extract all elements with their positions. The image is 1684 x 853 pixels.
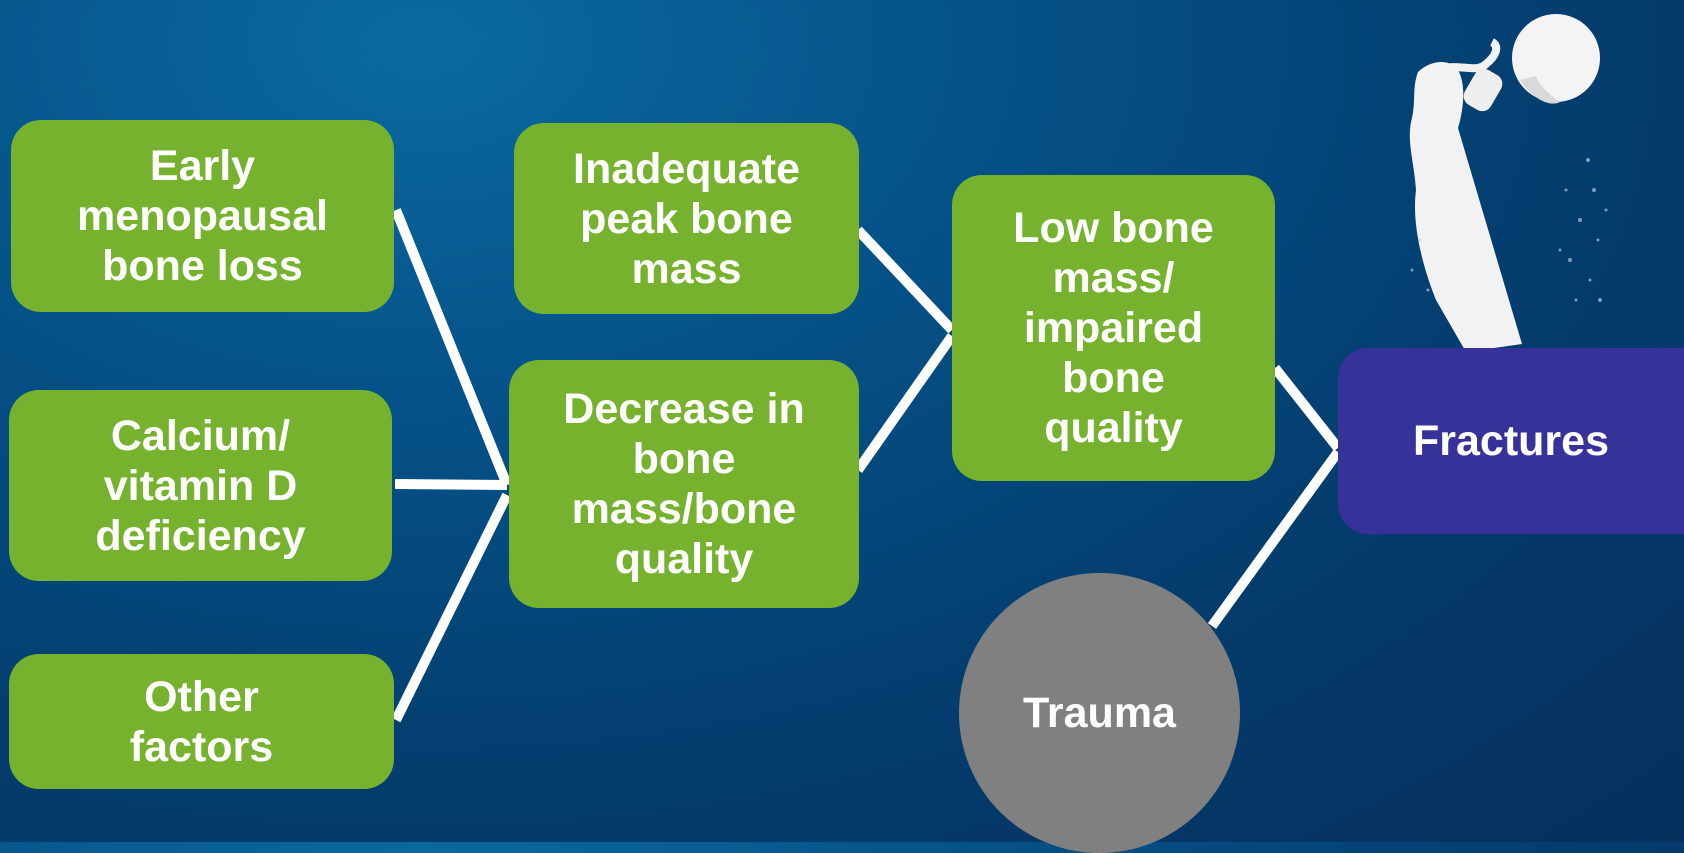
node-trauma-label: Trauma: [1023, 689, 1176, 737]
node-trauma: Trauma: [959, 573, 1240, 853]
node-early-menopausal-label: Early menopausal bone loss: [77, 142, 328, 290]
node-other-factors-label: Other factors: [129, 672, 274, 771]
connector-calcium-to-decrease: [394, 479, 508, 490]
node-inadequate-peak: Inadequate peak bone mass: [514, 123, 859, 314]
connector-low-to-fractures: [1271, 364, 1342, 452]
connector-other-to-decrease: [391, 492, 512, 723]
connector-early-to-decrease: [391, 208, 512, 487]
node-calcium-vitamin-d-label: Calcium/ vitamin D deficiency: [95, 411, 306, 560]
node-calcium-vitamin-d: Calcium/ vitamin D deficiency: [9, 390, 392, 581]
node-decrease-bone-mass: Decrease in bone mass/bone quality: [509, 360, 859, 608]
node-low-bone-mass: Low bone mass/ impaired bone quality: [952, 175, 1275, 481]
node-early-menopausal: Early menopausal bone loss: [11, 120, 394, 312]
node-fractures-label: Fractures: [1413, 417, 1609, 465]
connector-inadequate-to-low: [854, 226, 956, 334]
connector-trauma-to-fractures: [1207, 449, 1343, 629]
node-fractures: Fractures: [1338, 348, 1684, 534]
node-other-factors: Other factors: [9, 654, 394, 789]
node-low-bone-mass-label: Low bone mass/ impaired bone quality: [1013, 204, 1214, 452]
node-decrease-bone-mass-label: Decrease in bone mass/bone quality: [563, 385, 805, 583]
node-inadequate-peak-label: Inadequate peak bone mass: [573, 144, 800, 293]
connector-decrease-to-low: [853, 333, 957, 473]
